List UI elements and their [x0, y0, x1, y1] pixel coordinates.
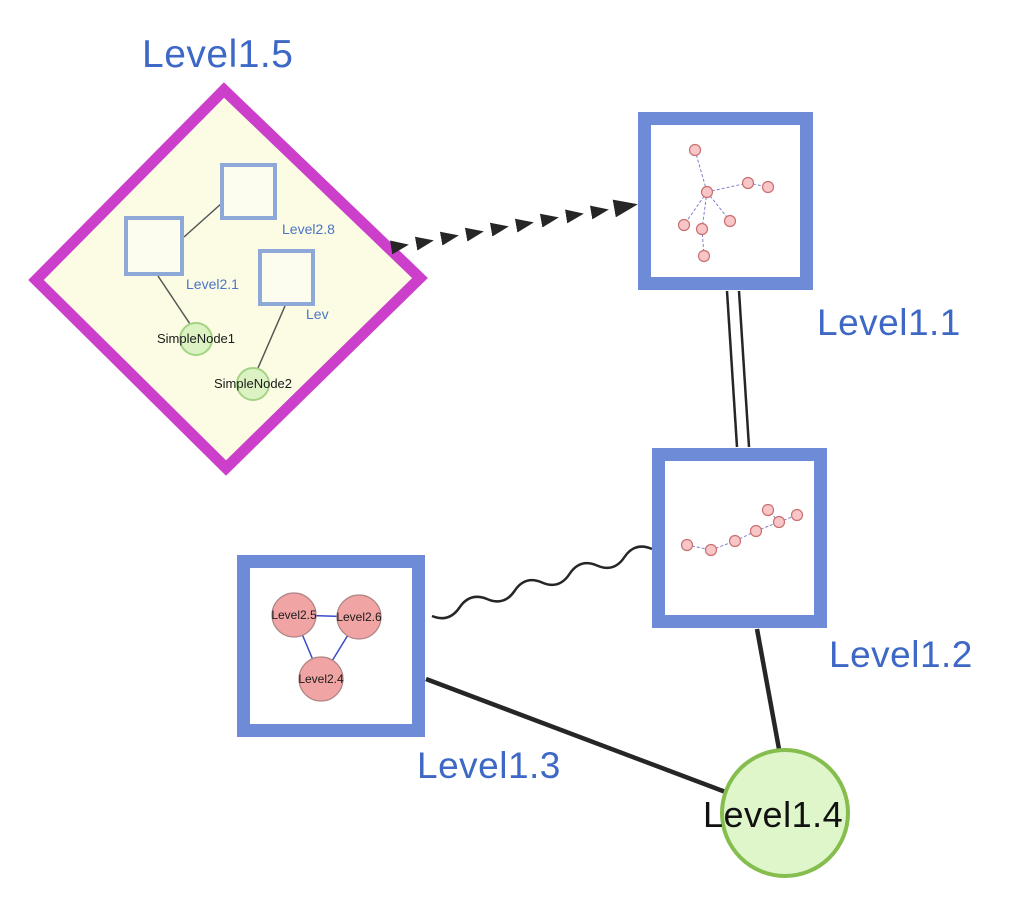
edge-level13-level14[interactable] — [425, 676, 761, 808]
node-level1-4[interactable] — [720, 748, 850, 878]
node-level1-2-box[interactable] — [652, 448, 827, 628]
edge-level12-level14[interactable] — [754, 628, 784, 761]
label-lev: Lev — [306, 306, 329, 322]
edge-level13-level12-wavy[interactable] — [431, 545, 653, 620]
edge-level11-level12-double[interactable] — [725, 290, 751, 448]
edge-lev-simplenode2 — [257, 305, 286, 369]
mini-graph-level1-2 — [680, 503, 804, 557]
mini-node[interactable] — [772, 515, 786, 529]
mini-edge — [734, 530, 757, 542]
mini-node[interactable] — [704, 543, 718, 557]
edge-level2-1-level2-8 — [183, 202, 223, 238]
label-level2-4: Level2.4 — [298, 672, 344, 686]
node-level2-1-square[interactable] — [124, 216, 184, 276]
node-simplenode2[interactable] — [236, 367, 270, 401]
mini-node[interactable] — [695, 222, 709, 236]
label-level1-5: Level1.5 — [142, 33, 294, 76]
mini-node[interactable] — [697, 249, 711, 263]
label-level1-3: Level1.3 — [417, 745, 561, 786]
mini-node[interactable] — [761, 180, 775, 194]
label-level1-1: Level1.1 — [817, 302, 961, 343]
edge-level2-1-simplenode1 — [157, 275, 191, 325]
mini-node[interactable] — [749, 524, 763, 538]
node-level1-5-diamond[interactable] — [28, 82, 428, 476]
mini-edge — [706, 182, 749, 193]
label-level1-2: Level1.2 — [829, 634, 973, 675]
node-lev-square[interactable] — [258, 249, 315, 306]
mini-node[interactable] — [741, 176, 755, 190]
label-simplenode1: SimpleNode1 — [156, 331, 236, 346]
mini-node[interactable] — [688, 143, 702, 157]
label-level2-6: Level2.6 — [336, 610, 382, 624]
node-level2-5[interactable] — [271, 592, 317, 638]
mini-node[interactable] — [700, 185, 714, 199]
label-level2-8: Level2.8 — [282, 221, 335, 237]
mini-edge — [701, 191, 708, 230]
mini-node[interactable] — [723, 214, 737, 228]
edge-level15-level11-dashed-arrow[interactable] — [390, 199, 638, 255]
node-level1-3-box[interactable]: Level2.5 Level2.6 Level2.4 — [237, 555, 425, 737]
node-level2-8-square[interactable] — [220, 163, 277, 220]
mini-edge — [683, 191, 708, 226]
label-level1-4: Level1.4 — [703, 794, 844, 835]
mini-edge — [694, 149, 708, 193]
node-level2-6[interactable] — [336, 594, 382, 640]
mini-node[interactable] — [728, 534, 742, 548]
node-simplenode1[interactable] — [179, 322, 213, 356]
node-level2-4[interactable] — [298, 656, 344, 702]
mini-node[interactable] — [680, 538, 694, 552]
node-level1-1-box[interactable] — [638, 112, 813, 290]
mini-edge — [706, 191, 731, 222]
label-level2-5: Level2.5 — [271, 608, 317, 622]
mini-node[interactable] — [677, 218, 691, 232]
label-simplenode2: SimpleNode2 — [213, 376, 293, 391]
mini-graph-level1-3: Level2.5 Level2.6 Level2.4 — [271, 592, 382, 702]
mini-graph-level1-1 — [677, 143, 775, 263]
mini-node[interactable] — [761, 503, 775, 517]
mini-node[interactable] — [790, 508, 804, 522]
label-level2-1: Level2.1 — [186, 276, 239, 292]
